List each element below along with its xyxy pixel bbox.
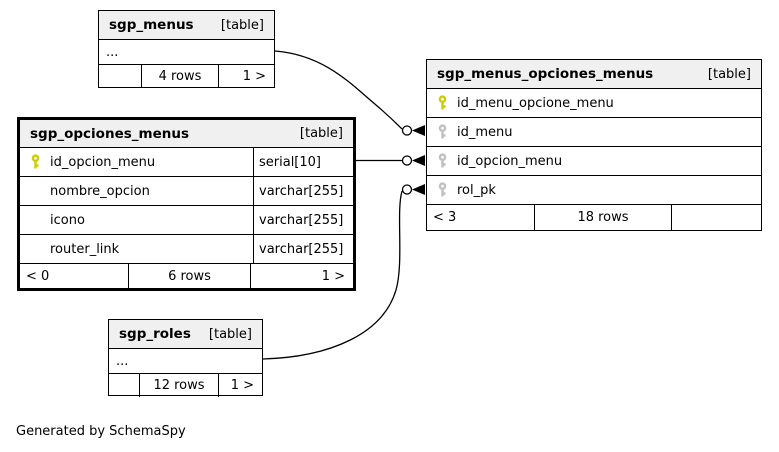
footer-parents-count: 1 >: [218, 374, 262, 397]
column-name: nombre_opcion: [50, 183, 150, 199]
collapsed-columns-row: ...: [109, 348, 262, 373]
table-sgp-opciones-menus[interactable]: sgp_opciones_menus [table] id_opcion_men…: [17, 117, 356, 291]
column-row: nombre_opcion varchar[255]: [20, 176, 353, 205]
footer-children-count: < 3: [433, 210, 457, 225]
table-name: sgp_opciones_menus: [30, 125, 189, 142]
table-name: sgp_menus: [109, 17, 194, 33]
table-footer: 12 rows 1 >: [109, 373, 262, 397]
column-row: id_opcion_menu serial[10]: [20, 147, 353, 176]
column-row: rol_pk: [427, 175, 761, 204]
column-type: varchar[255]: [253, 206, 353, 234]
table-sgp-roles[interactable]: sgp_roles [table] ... 12 rows 1 >: [108, 319, 263, 397]
column-type: varchar[255]: [253, 177, 353, 205]
column-name: id_menu_opcione_menu: [457, 95, 614, 111]
table-footer: < 0 6 rows 1 >: [20, 263, 353, 288]
table-sgp-menus[interactable]: sgp_menus [table] ... 4 rows 1 >: [98, 10, 275, 88]
table-footer: < 3 18 rows: [427, 204, 761, 230]
footer-row-count: 6 rows: [128, 264, 250, 288]
table-footer: 4 rows 1 >: [99, 64, 274, 88]
table-tag: [table]: [707, 66, 751, 82]
column-row: id_opcion_menu: [427, 146, 761, 175]
table-header[interactable]: sgp_menus_opciones_menus [table]: [427, 60, 761, 88]
footer-parents-count: [671, 205, 761, 230]
column-type: varchar[255]: [253, 235, 353, 263]
column-row: id_menu: [427, 117, 761, 146]
column-row: id_menu_opcione_menu: [427, 88, 761, 117]
table-name: sgp_menus_opciones_menus: [437, 66, 654, 82]
primary-key-icon: [438, 95, 446, 110]
column-name: router_link: [50, 241, 120, 257]
table-header[interactable]: sgp_opciones_menus [table]: [20, 120, 353, 147]
column-row: router_link varchar[255]: [20, 234, 353, 263]
column-name: rol_pk: [457, 182, 496, 198]
fk-arrow-icon: [412, 155, 425, 166]
column-row: icono varchar[255]: [20, 205, 353, 234]
column-name: id_opcion_menu: [50, 154, 156, 170]
footer-row-count: 18 rows: [534, 205, 671, 230]
foreign-key-icon: [438, 182, 446, 197]
generated-by-note: Generated by SchemaSpy: [16, 424, 186, 439]
column-name: icono: [50, 212, 85, 228]
fk-circle-icon: [401, 184, 413, 195]
table-tag: [table]: [208, 326, 252, 342]
footer-children-count: [99, 65, 141, 88]
table-tag: [table]: [299, 126, 343, 141]
footer-children-count: [109, 374, 139, 397]
footer-parents-count: 1 >: [250, 264, 353, 288]
ellipsis-label: ...: [106, 44, 119, 60]
table-name: sgp_roles: [119, 326, 191, 342]
collapsed-columns-row: ...: [99, 39, 274, 64]
footer-row-count: 12 rows: [139, 374, 218, 397]
fk-arrow-icon: [412, 125, 425, 136]
footer-parents-count: 1 >: [218, 65, 274, 88]
table-header[interactable]: sgp_menus [table]: [99, 11, 274, 39]
primary-key-icon: [31, 154, 39, 169]
fk-circle-icon: [401, 125, 413, 136]
column-type: serial[10]: [253, 148, 353, 176]
column-name: id_opcion_menu: [457, 153, 563, 169]
footer-children-count: < 0: [26, 268, 50, 284]
table-header[interactable]: sgp_roles [table]: [109, 320, 262, 348]
table-tag: [table]: [220, 17, 264, 33]
table-sgp-menus-opciones-menus[interactable]: sgp_menus_opciones_menus [table] id_menu…: [426, 59, 762, 231]
ellipsis-label: ...: [116, 353, 129, 369]
fk-circle-icon: [401, 155, 413, 166]
column-name: id_menu: [457, 124, 513, 140]
foreign-key-icon: [438, 153, 446, 168]
footer-row-count: 4 rows: [141, 65, 218, 88]
foreign-key-icon: [438, 124, 446, 139]
fk-arrow-icon: [412, 184, 425, 195]
